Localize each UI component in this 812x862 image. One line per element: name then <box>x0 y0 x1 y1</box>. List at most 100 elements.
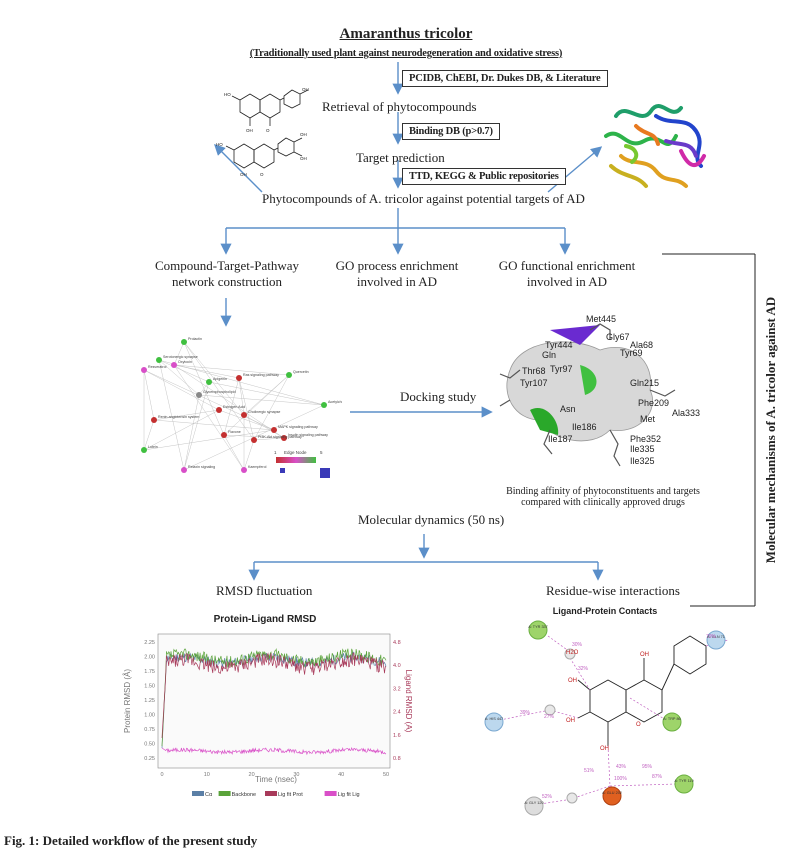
docking-study-label: Docking study <box>400 389 477 404</box>
docking-residue-label: Met <box>640 414 656 424</box>
residue-node <box>528 620 548 640</box>
contact-percentage: 43% <box>616 764 627 770</box>
rmsd-ytick-right: 0.8 <box>393 756 401 762</box>
diagram-subtitle: (Traditionally used plant against neurod… <box>249 48 563 59</box>
rmsd-ytick-left: 1.50 <box>144 684 155 690</box>
network-node-label: Resveratrol <box>148 365 167 369</box>
network-node <box>216 407 222 413</box>
network-node <box>241 467 247 473</box>
rmsd-xtick: 30 <box>293 772 299 778</box>
network-node <box>141 367 147 373</box>
contact-percentage: 87% <box>652 774 663 780</box>
network-node <box>241 412 247 418</box>
network-node-label: Ras signaling pathway <box>243 373 279 377</box>
contact-residue-label: A: HIS 447 <box>485 717 503 721</box>
svg-text:HO: HO <box>224 92 231 97</box>
network-node-label: Renin-angiotensin system <box>158 415 199 419</box>
rmsd-xlabel: Time (nsec) <box>255 775 297 784</box>
rmsd-ylabel-left: Protein RMSD (Å) <box>123 669 132 733</box>
docking-residue-label: Phe209 <box>638 398 669 408</box>
docking-residue-label: Ala333 <box>672 408 700 418</box>
rmsd-ytick-left: 0.50 <box>144 742 155 748</box>
contact-atom-label: H2O <box>566 650 579 656</box>
contact-percentage: 95% <box>642 764 653 770</box>
network-node <box>156 357 162 363</box>
network-legend-large <box>320 468 330 478</box>
contact-residue-label: A: GLU 202 <box>602 791 622 795</box>
network-legend-bar <box>276 457 316 463</box>
docking-residue-label: Gln <box>542 350 556 360</box>
network-node <box>286 372 292 378</box>
step-retrieval: Retrieval of phytocompounds <box>322 99 477 114</box>
contact-percentage: 30% <box>572 642 583 648</box>
step-target-prediction: Target prediction <box>356 150 445 165</box>
legend-label: Cα <box>205 792 213 798</box>
residue-node <box>484 712 504 732</box>
residue-node <box>662 712 682 732</box>
contact-residue-label: A: TRP 86 <box>663 717 680 721</box>
protein-structure-image <box>604 104 706 188</box>
network-node-label: Estrogen Acid <box>223 405 245 409</box>
rmsd-ytick-left: 1.25 <box>144 698 155 704</box>
legend-swatch <box>218 791 231 796</box>
contact-percentage: 100% <box>614 776 627 782</box>
network-node <box>321 402 327 408</box>
network-node-label: PI3K-Akt signaling pathway <box>258 435 302 439</box>
contact-residue-label: A: GLY 120 <box>524 801 543 805</box>
docking-residue-label: Ile187 <box>548 434 573 444</box>
network-node-label: Apigenin <box>213 377 227 381</box>
docking-residue-label: Tyr444 <box>545 340 573 350</box>
rmsd-xtick: 0 <box>160 772 163 778</box>
docking-residue-label: Phe352 <box>630 434 661 444</box>
contact-atom-label: O <box>636 722 641 728</box>
contact-percentage: 79% <box>706 634 717 640</box>
docking-residue-label: Tyr107 <box>520 378 548 388</box>
source-databases-box: PCIDB, ChEBI, Dr. Dukes DB, & Literature <box>402 70 608 87</box>
rmsd-ytick-right: 4.8 <box>393 640 401 646</box>
rmsd-ylabel-right: Ligand RMSD (Å) <box>404 670 412 733</box>
legend-swatch <box>324 791 337 796</box>
network-node <box>271 427 277 433</box>
contact-percentage: 32% <box>578 666 589 672</box>
rmsd-ytick-left: 0.25 <box>144 756 155 762</box>
svg-text:OH: OH <box>302 87 309 92</box>
contact-atom-label: OH <box>568 678 577 684</box>
svg-text:OH: OH <box>240 172 247 177</box>
network-legend-title: Edge Node <box>284 450 307 455</box>
docking-residue-label: Tyr69 <box>620 348 643 358</box>
contact-percentage: 52% <box>542 794 553 800</box>
network-node <box>281 435 287 441</box>
docking-residue-label: Asn <box>560 404 576 414</box>
rmsd-chart: 0.250.500.751.001.251.501.752.002.25 0.8… <box>123 633 412 798</box>
legend-swatch <box>265 791 277 796</box>
rmsd-ytick-right: 1.6 <box>393 733 401 739</box>
network-node <box>251 437 257 443</box>
docking-residue-label: Thr68 <box>522 366 546 376</box>
arrow-to-structures <box>214 144 263 193</box>
network-node-label: Relaxin signaling <box>188 465 215 469</box>
docking-residue-label: Ile186 <box>572 422 597 432</box>
go-process-label: GO process enrichment involved in AD <box>335 258 459 289</box>
network-legend-min: 1 <box>274 450 277 455</box>
residue-node <box>674 774 694 794</box>
rmsd-ytick-left: 1.75 <box>144 669 155 675</box>
residue-node <box>524 796 544 816</box>
contact-residue-label: A: TYR 337 <box>528 625 548 629</box>
docking-residue-label: Tyr97 <box>550 364 573 374</box>
go-functional-label: GO functional enrichment involved in AD <box>498 258 636 289</box>
legend-label: Lig fit Lig <box>338 792 360 798</box>
svg-text:HO: HO <box>216 142 223 147</box>
network-node-label: Prolactin <box>188 337 202 341</box>
network-node-label: Lutein <box>148 445 158 449</box>
residue-interactions-label: Residue-wise interactions <box>546 583 680 598</box>
network-node <box>196 392 202 398</box>
contact-percentage: 27% <box>544 714 555 720</box>
network-node-label: Flavone <box>228 430 241 434</box>
network-legend-small <box>280 468 285 473</box>
legend-label: Lig fit Prot <box>278 792 303 798</box>
rmsd-xtick: 20 <box>249 772 255 778</box>
diagram-title: Amaranthus tricolor <box>339 26 473 42</box>
network-node <box>171 362 177 368</box>
